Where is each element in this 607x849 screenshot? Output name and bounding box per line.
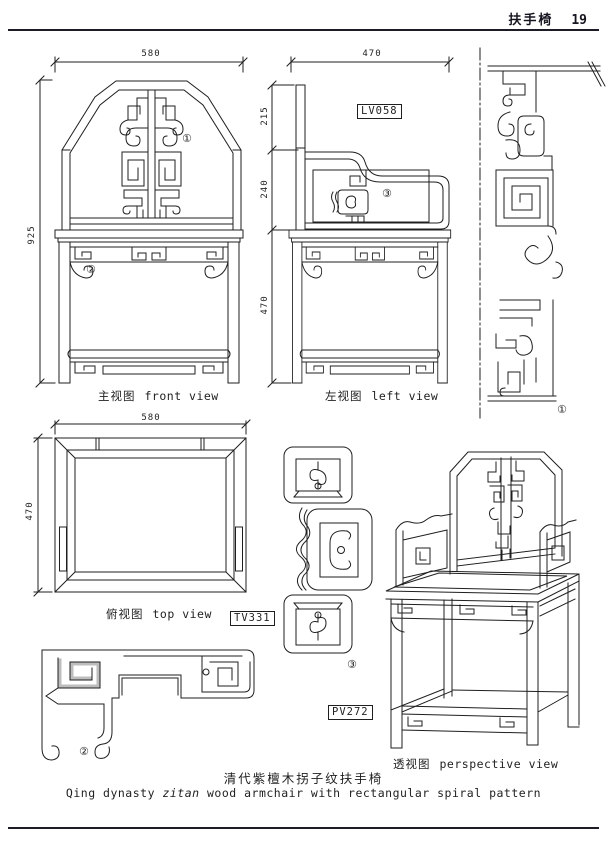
left-view-label-zh: 左视图: [325, 391, 363, 403]
caption-chinese: 清代紫檀木拐子纹扶手椅: [223, 772, 384, 786]
marker-apron-front: ②: [86, 263, 96, 276]
marker-arm-detail: ③: [347, 658, 357, 671]
front-view-label-zh: 主视图: [98, 391, 136, 403]
marker-arm-left: ③: [382, 187, 392, 200]
front-width-dim: 580: [141, 49, 161, 59]
front-view-label-en: front view: [144, 389, 219, 403]
perspective-view-label: 透视图 perspective view: [393, 756, 558, 772]
top-view-label: 俯视图 top view: [106, 606, 212, 622]
perspective-view-label-en: perspective view: [439, 757, 559, 771]
left-view-code: LV058: [357, 104, 402, 119]
marker-splat-front: ①: [182, 132, 192, 145]
front-view-label: 主视图 front view: [98, 388, 219, 404]
header-rule: [8, 29, 599, 31]
marker-apron-detail: ②: [79, 745, 89, 758]
chapter-title: 扶手椅: [508, 12, 554, 27]
front-view-drawing: [35, 56, 248, 388]
left-view-drawing: [267, 56, 454, 388]
top-view-code: TV331: [230, 611, 275, 626]
caption-en-suffix: wood armchair with rectangular spiral pa…: [199, 786, 542, 800]
footer-rule: [8, 827, 599, 829]
top-view-label-zh: 俯视图: [106, 609, 144, 621]
left-base-dim: 470: [260, 295, 270, 315]
perspective-view-drawing: [385, 451, 580, 749]
front-height-dim: 925: [27, 225, 37, 245]
perspective-view-label-zh: 透视图: [393, 759, 431, 771]
left-view-label-en: left view: [371, 389, 439, 403]
arm-panel-detail-drawing: [283, 446, 373, 654]
caption-english: Qing dynasty zitan wood armchair with re…: [0, 786, 607, 800]
page-number: 19: [571, 13, 587, 28]
top-view-drawing: [33, 419, 251, 597]
caption-en-prefix: Qing dynasty: [65, 786, 163, 800]
caption-en-italic: zitan: [162, 786, 200, 800]
perspective-view-code: PV272: [328, 705, 373, 720]
left-lower-dim: 240: [260, 179, 270, 199]
left-upper-dim: 215: [260, 106, 270, 126]
marker-splat-detail: ①: [557, 403, 567, 416]
top-view-label-en: top view: [152, 607, 212, 621]
left-width-dim: 470: [362, 49, 382, 59]
top-depth-dim: 470: [25, 501, 35, 521]
apron-detail-drawing: [41, 649, 255, 761]
splat-detail-drawing: [479, 47, 606, 419]
page-header: 扶手椅 19: [508, 9, 587, 28]
top-width-dim: 580: [141, 413, 161, 423]
left-view-label: 左视图 left view: [325, 388, 438, 404]
